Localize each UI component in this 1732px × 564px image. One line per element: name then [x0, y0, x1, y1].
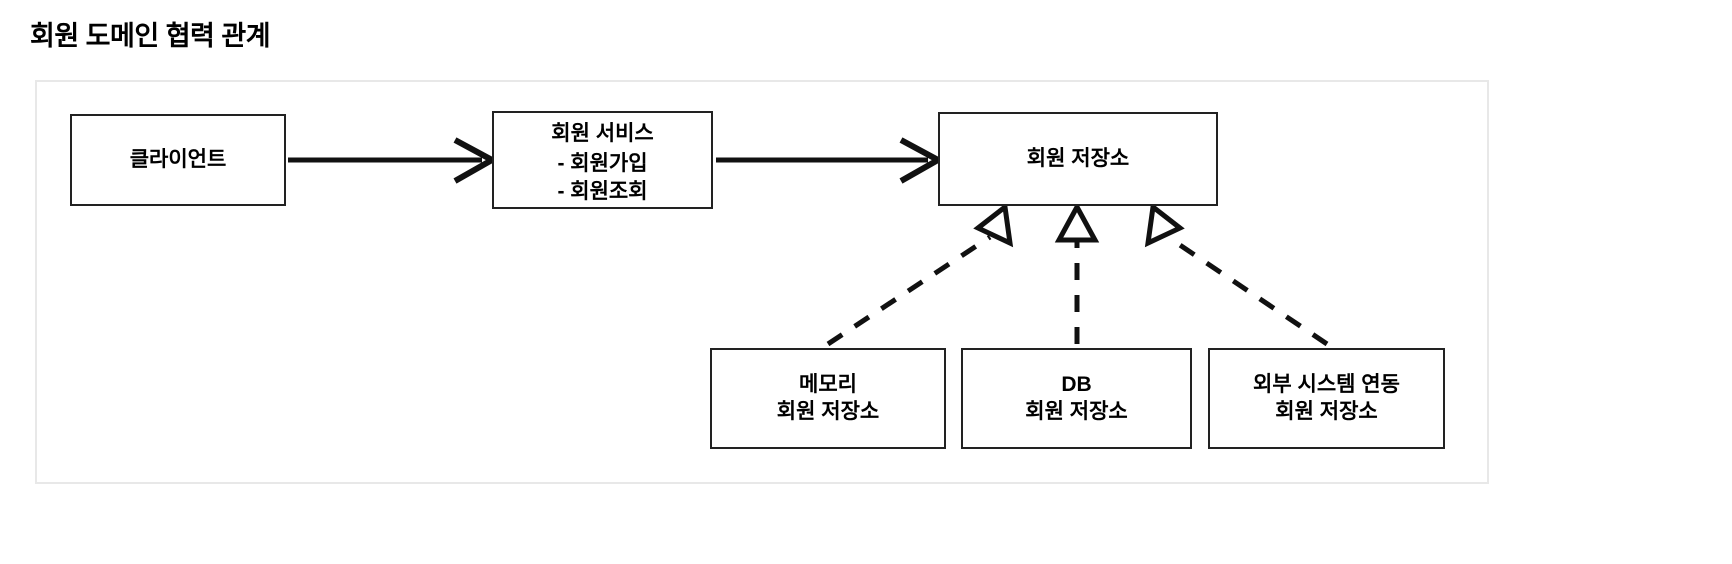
node-client-label: 클라이언트	[129, 147, 227, 171]
node-external-system-repository-label: 외부 시스템 연동	[1253, 372, 1400, 396]
node-db-repository-sublabel: 회원 저장소	[1025, 399, 1128, 423]
edge-external-to-repo	[1144, 202, 1329, 347]
node-db-repository-label: DB	[1061, 372, 1092, 396]
edge-memory-to-repo	[826, 202, 1014, 347]
edge-service-to-repo	[716, 137, 945, 184]
node-memory-repository[interactable]: 메모리 회원 저장소	[710, 348, 946, 449]
node-db-repository[interactable]: DB 회원 저장소	[961, 348, 1192, 449]
node-memory-repository-label: 메모리	[799, 372, 857, 396]
node-member-service[interactable]: 회원 서비스 - 회원가입 - 회원조회	[492, 111, 713, 209]
node-member-service-op-2: - 회원조회	[557, 179, 648, 203]
edge-client-to-service	[288, 137, 499, 184]
edge-db-to-repo	[1054, 201, 1100, 344]
node-external-system-repository[interactable]: 외부 시스템 연동 회원 저장소	[1208, 348, 1445, 449]
node-member-repository-label: 회원 저장소	[1026, 146, 1130, 170]
node-member-service-label: 회원 서비스	[551, 122, 654, 145]
node-member-repository[interactable]: 회원 저장소	[938, 112, 1218, 206]
node-client[interactable]: 클라이언트	[70, 114, 286, 206]
node-memory-repository-sublabel: 회원 저장소	[776, 399, 880, 423]
page-title: 회원 도메인 협력 관계	[30, 21, 271, 51]
node-external-system-repository-sublabel: 회원 저장소	[1275, 399, 1378, 423]
node-member-service-op-1: - 회원가입	[557, 151, 648, 175]
